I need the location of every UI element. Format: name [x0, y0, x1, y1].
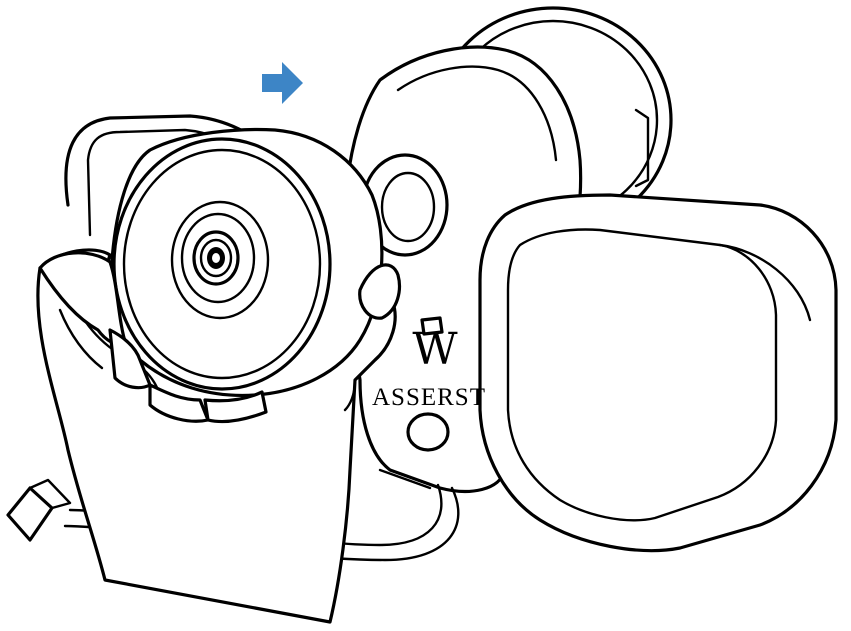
housing-sensor	[406, 316, 450, 452]
floodlight-lamp	[478, 193, 838, 553]
arrow-right-icon	[262, 62, 303, 104]
mount-socket	[361, 153, 449, 257]
brand-logo: W	[412, 324, 458, 375]
camera-head	[109, 127, 384, 398]
brand-name: ASSERST	[372, 384, 486, 411]
fingers	[38, 251, 402, 424]
